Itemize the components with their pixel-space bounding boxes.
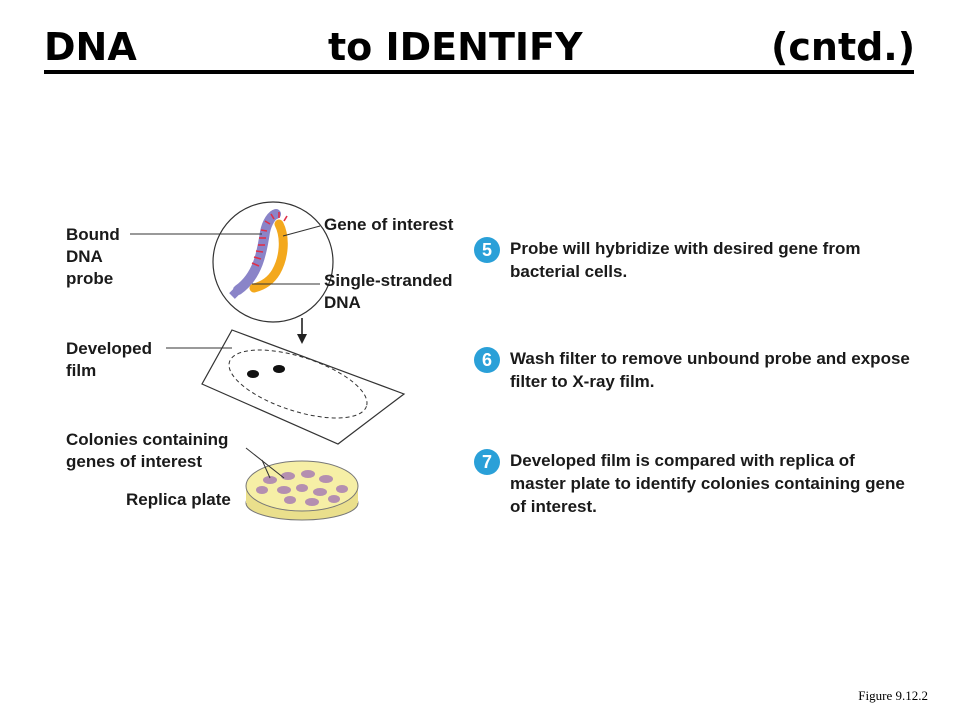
step-text: Wash filter to remove unbound probe and … xyxy=(510,349,910,391)
slide-title: DNA to IDENTIFY (cntd.) xyxy=(44,22,916,74)
step-number-badge: 5 xyxy=(474,237,500,263)
label-single-stranded-dna: Single-stranded DNA xyxy=(324,271,453,312)
label-colonies: Colonies containing genes of interest xyxy=(66,430,229,471)
step-text: Developed film is compared with replica … xyxy=(510,451,905,516)
single-strand-dna-tail xyxy=(229,287,241,299)
film-spot xyxy=(247,370,259,378)
step-number-badge: 7 xyxy=(474,449,500,475)
film-spot xyxy=(273,365,285,373)
label-bound-probe: Bound DNA probe xyxy=(66,225,120,288)
title-underline xyxy=(44,70,914,74)
plate-colonies xyxy=(256,470,348,506)
probe-ticks xyxy=(251,212,288,267)
title-part-identify: to IDENTIFY xyxy=(328,25,583,69)
arrow-down-icon xyxy=(297,334,307,344)
step-text: Probe will hybridize with desired gene f… xyxy=(510,239,861,281)
label-gene-of-interest: Gene of interest xyxy=(324,215,454,234)
developed-film-sheet xyxy=(201,329,406,445)
leader-gene xyxy=(282,225,321,237)
figure-caption: Figure 9.12.2 xyxy=(858,688,928,703)
title-part-cntd: (cntd.) xyxy=(771,25,916,69)
film-dashed-outline xyxy=(228,349,368,419)
label-developed-film: Developed film xyxy=(66,339,152,380)
leader-colonies-2 xyxy=(261,459,271,479)
label-replica-plate: Replica plate xyxy=(126,490,231,509)
step-number-badge: 6 xyxy=(474,347,500,373)
gene-strand xyxy=(249,219,288,293)
leader-colonies xyxy=(245,447,285,479)
title-part-dna: DNA xyxy=(44,25,137,69)
